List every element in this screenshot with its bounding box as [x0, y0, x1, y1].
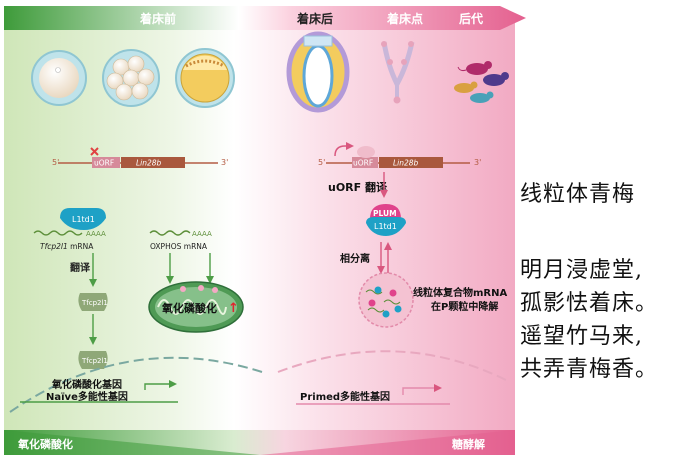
right-uorf-box [352, 157, 378, 168]
implantation-site-icon [381, 41, 415, 104]
left-l1td1-protein: L1td1 [60, 208, 106, 230]
oxphos-up-arrow: ↑ [228, 301, 239, 316]
left-l1td1-label: L1td1 [72, 215, 95, 224]
mitochondrion-icon [148, 281, 244, 333]
poem-line-1: 明月浸虚堂, [520, 258, 643, 283]
right-uorf-label: uORF [353, 159, 373, 168]
plum-label: PLUM [373, 209, 397, 218]
stage-offspring: 后代 [459, 11, 483, 26]
poem-line-3: 遥望竹马来, [520, 324, 643, 349]
blocked-translation-icon [90, 147, 99, 156]
tf1-label: Tfcp2l1 [81, 299, 108, 307]
tf2-label: Tfcp2l1 [81, 357, 108, 365]
plum-l1td1-complex: PLUM L1td1 [366, 204, 406, 236]
poem-line-4: 共弄青梅香。 [520, 357, 659, 382]
stage-arrow [4, 6, 526, 30]
left-gene-box [121, 157, 185, 168]
tfcp2l1-mrna-strand [33, 230, 83, 236]
bottom-oxphos-label: 氧化磷酸化 [17, 437, 73, 451]
left-gene-label: Lin28b [136, 159, 162, 168]
left-uorf-box [92, 157, 120, 168]
right-gene-construct: 5' 3' uORF Lin28b [318, 142, 481, 168]
right-gene-box [379, 157, 443, 168]
ribosome-icon [357, 146, 375, 158]
translation-label: 翻译 [70, 261, 91, 274]
left-gene-construct: 5' 3' uORF Lin28b [52, 147, 228, 168]
offspring-mice-icon [454, 61, 509, 103]
degradation-line1: 线粒体复合物mRNA [413, 286, 507, 299]
right-transcription-arrow [402, 384, 442, 395]
zygote-icon [31, 50, 87, 106]
right-utr5: 5' [318, 158, 325, 167]
tfcp2l1-protein-1: Tfcp2l1 [78, 293, 108, 311]
oxphos-mrna-strand [149, 230, 191, 236]
left-utr3: 3' [221, 158, 228, 167]
left-utr5: 5' [52, 158, 59, 167]
left-transcription-arrow [144, 380, 177, 390]
oxphos-wedge [4, 430, 260, 455]
tfcp2l1-protein-2: Tfcp2l1 [78, 351, 108, 369]
genes-line1: 氧化磷酸化基因 [51, 378, 122, 391]
morula-icon [102, 49, 160, 107]
right-gene-label: Lin28b [393, 159, 419, 168]
right-utr3: 3' [474, 158, 481, 167]
p-granule-icon [358, 272, 414, 328]
bottom-glycolysis-label: 糖酵解 [452, 437, 485, 451]
phase-separation-label: 相分离 [340, 252, 370, 265]
degradation-line2: 在P颗粒中降解 [431, 300, 498, 313]
poem-title: 线粒体青梅 [520, 182, 636, 207]
right-nucleus-boundary [277, 350, 511, 383]
poem-line-2: 孤影怯着床。 [520, 291, 659, 316]
mrna1-label: Tfcp2l1 mRNA [40, 242, 94, 251]
mito-oxphos-label: 氧化磷酸化 [161, 301, 217, 315]
left-nucleus-boundary [9, 356, 263, 413]
mrna1-polya: AAAA [86, 230, 106, 238]
glycolysis-wedge [260, 430, 515, 455]
mrna2-polya: AAAA [192, 230, 212, 238]
primed-genes-label: Primed多能性基因 [300, 390, 390, 403]
stage-preimplantation: 着床前 [139, 11, 176, 26]
blastocyst-icon [175, 48, 235, 108]
right-l1td1-label: L1td1 [374, 222, 397, 231]
uorf-start-arrow [334, 142, 354, 157]
left-uorf-label: uORF [94, 159, 114, 168]
mrna2-label: OXPHOS mRNA [150, 242, 208, 251]
genes-line2: Naïve多能性基因 [46, 390, 128, 403]
stage-implantation-site: 着床点 [386, 11, 423, 26]
uorf-translation-label: uORF 翻译 [328, 180, 388, 194]
post-implantation-embryo-icon [286, 31, 350, 113]
stage-postimplantation: 着床后 [296, 11, 333, 26]
